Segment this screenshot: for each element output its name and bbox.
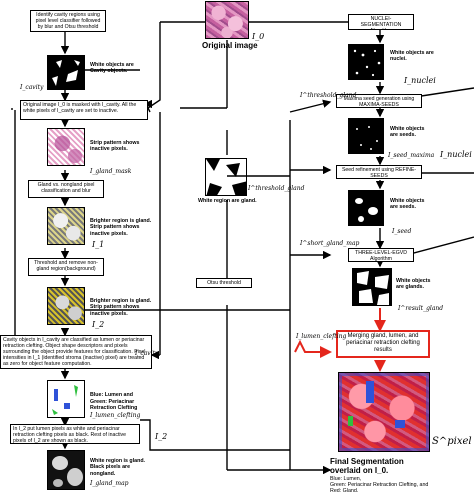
threshold-remove-box: Threshold and remove non-gland region(ba…	[28, 258, 104, 276]
label-I-nuclei: I_nuclei	[404, 76, 436, 85]
cavity-image	[47, 55, 85, 90]
final-legend-green: Green: Periacinar Retraction Clefting, a…	[330, 482, 429, 488]
final-title-line2: overlaid on I_0.	[330, 466, 389, 475]
lumen-legend-blue: Blue: Lumen and	[90, 392, 133, 398]
brighter-gland-note: Brighter region is gland. Strip pattern …	[90, 218, 152, 237]
label-S-pixel: S^pixel	[432, 436, 472, 447]
strip-inactive-note: Strip pattern shows inactive pixels.	[90, 140, 140, 153]
original-image-title: Original image	[202, 41, 258, 50]
final-legend-red: Red: Gland.	[330, 488, 359, 494]
seed-maxima-image	[348, 118, 384, 154]
lumen-clefting-image	[47, 380, 85, 418]
lumen-legend-green: Green: Periacinar Retraction Clefting	[90, 399, 138, 412]
white-seeds-note: White objects are seeds.	[390, 126, 425, 139]
brighter-gland-note-2: Brighter region is gland. Strip pattern …	[90, 298, 152, 317]
label-I-seed: I_seed	[392, 228, 412, 235]
nuclei-image	[348, 44, 384, 80]
label-I-gland-map-short: I^short_gland_map	[300, 240, 360, 247]
otsu-threshold-box: Otsu threshold	[196, 278, 252, 288]
label-I-nuclei-2: I_nuclei	[440, 150, 472, 159]
maxima-seed-box: Maxima seed generation using MAXIMA-SEED…	[336, 94, 422, 108]
white-cavity-note: White objects are Cavity objects.	[90, 62, 134, 75]
threshold-gland-image	[205, 158, 247, 196]
result-gland-image	[352, 268, 392, 306]
seed-image	[348, 190, 384, 226]
merging-box: Merging gland, lumen, and periacinar ret…	[336, 330, 430, 358]
gland-vs-nongland-box: Gland vs. nongland pixel classification …	[28, 180, 104, 198]
gland-yellow-image	[47, 287, 85, 325]
gland-map-note: White region is gland. Black pixels are …	[90, 458, 146, 477]
put-lumen-box: In I_2 put lumen pixels as white and per…	[10, 424, 140, 444]
cavity-classified-box: Cavity objects in I_cavity are classifie…	[0, 335, 152, 369]
label-I-cavity-2: I_cavity	[135, 350, 159, 357]
label-I0: I_0	[252, 32, 265, 41]
label-I-lumen-clefting: I_lumen_clefting	[90, 412, 141, 419]
label-I2-b: I_2	[155, 432, 168, 441]
label-I2: I_2	[92, 320, 105, 329]
white-nuclei-note: White objects are nuclei.	[390, 50, 434, 63]
label-I1: I_1	[92, 240, 105, 249]
strip-masked-image	[47, 128, 85, 166]
label-I-result-gland: I^result_gland	[398, 305, 444, 312]
label-I-seed-maxima: I_seed_maxima	[388, 152, 435, 159]
white-glands-note: White objects are glands.	[396, 278, 431, 291]
label-I-threshold-gland-2: I^threshold_gland	[248, 185, 305, 192]
final-overlay-image	[338, 372, 430, 452]
label-I-threshold-gland: I^threshold_gland	[300, 92, 357, 99]
original-image	[205, 1, 249, 39]
final-title-line1: Final Segmentation	[330, 457, 404, 466]
white-seeds-note-2: White objects are seeds.	[390, 198, 425, 211]
label-I-cavity: I_cavity	[20, 84, 44, 91]
gland-gray-image	[47, 207, 85, 245]
three-level-egvd-box: THREE-LEVEL-EGVD Algorithm	[348, 248, 414, 262]
original-mask-box: Original image I_0 is masked with I_cavi…	[20, 100, 148, 120]
label-I-gland-mask: I_gland_mask	[90, 168, 132, 175]
label-I-lumen-clefting-3: I_lumen_clefting	[296, 333, 347, 340]
label-I-gland-map: I_gland_map	[90, 480, 129, 487]
identify-cavity-box: Identify cavity regions using pixel leve…	[30, 10, 106, 32]
gland-map-image	[47, 450, 85, 490]
nuclei-segmentation-box: NUCLEI-SEGMENTATION Algorithm	[348, 14, 414, 30]
final-legend-blue: Blue: Lumen,	[330, 476, 362, 482]
white-region-gland-note: White region are gland.	[198, 198, 257, 204]
seed-refinement-box: Seed refinement using REFINE-SEEDS	[336, 165, 422, 179]
